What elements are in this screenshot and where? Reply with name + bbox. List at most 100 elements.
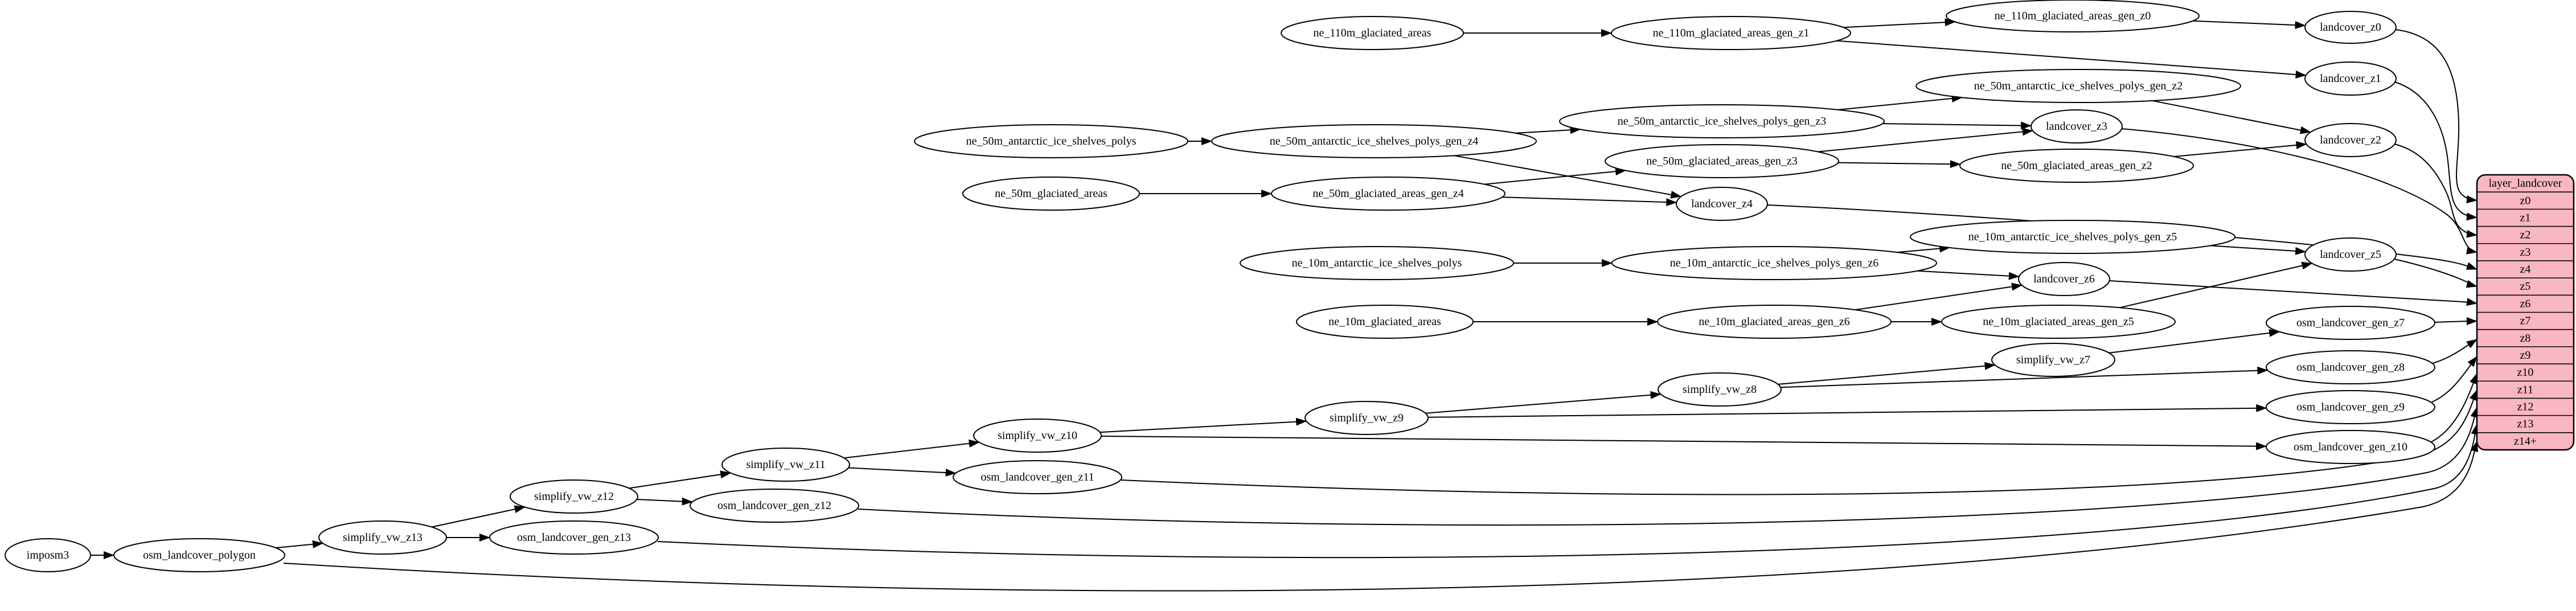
node-label: ne_50m_antarctic_ice_shelves_polys_gen_z…	[1270, 135, 1479, 147]
edge-lcz3-to-row:z3	[2121, 128, 2477, 255]
edge-poly-to-svw13	[276, 540, 323, 549]
edge-og9-to-row:z9	[2431, 356, 2477, 403]
node-label: ne_10m_glaciated_areas	[1328, 315, 1441, 328]
node-label: osm_landcover_gen_z12	[717, 499, 831, 512]
node-ne_50m_glaciated_areas_gen_z2: ne_50m_glaciated_areas_gen_z2	[1959, 149, 2194, 183]
node-ellipse	[2304, 61, 2397, 96]
node-ellipse	[690, 489, 859, 523]
node-label: landcover_z6	[2033, 273, 2095, 285]
node-label: ne_10m_antarctic_ice_shelves_polys	[1292, 257, 1462, 269]
edge-n50ag2-to-lcz2	[2152, 100, 2311, 134]
node-label: landcover_z0	[2320, 21, 2381, 34]
node-ellipse	[721, 448, 850, 482]
node-simplify_vw_z8: simplify_vw_z8	[1658, 372, 1782, 407]
node-ellipse	[318, 520, 447, 555]
node-ne_50m_antarctic_ice_shelves_polys: ne_50m_antarctic_ice_shelves_polys	[914, 124, 1188, 158]
node-label: landcover_z5	[2320, 248, 2381, 261]
node-label: simplify_vw_z8	[1683, 383, 1757, 396]
node-label: osm_landcover_gen_z8	[2296, 361, 2405, 374]
node-osm_landcover_gen_z7: osm_landcover_gen_z7	[2266, 306, 2435, 340]
node-ellipse	[973, 419, 1102, 453]
node-label: ne_110m_glaciated_areas_gen_z0	[1995, 10, 2151, 22]
edge-n50gg2-to-lcz2	[2173, 141, 2307, 157]
node-ellipse	[953, 460, 1122, 494]
edge-svw12-to-og12	[637, 497, 693, 506]
node-ne_50m_glaciated_areas_gen_z4: ne_50m_glaciated_areas_gen_z4	[1271, 177, 1506, 211]
node-landcover_z5: landcover_z5	[2304, 237, 2397, 272]
edge-og7-to-row:z7	[2434, 317, 2477, 326]
table-row-z5: z5	[2520, 280, 2531, 293]
node-label: ne_10m_antarctic_ice_shelves_polys_gen_z…	[1968, 231, 2177, 243]
node-ellipse	[2266, 390, 2435, 424]
table-row-z14+: z14+	[2514, 435, 2537, 448]
edge-n10gg6-to-lcz6	[1855, 282, 2023, 311]
node-ellipse	[2304, 237, 2397, 272]
node-osm_landcover_polygon: osm_landcover_polygon	[113, 538, 285, 572]
node-ellipse	[1211, 124, 1537, 158]
edge-n110g0-to-lcz0	[2193, 20, 2306, 29]
node-landcover_z2: landcover_z2	[2304, 123, 2397, 157]
node-osm_landcover_gen_z9: osm_landcover_gen_z9	[2266, 390, 2435, 424]
edge-n10ag6-to-lcz6	[1917, 270, 2020, 280]
node-osm_landcover_gen_z8: osm_landcover_gen_z8	[2266, 350, 2435, 384]
edge-og11-to-row:z11	[1121, 389, 2477, 495]
table-row-z1: z1	[2520, 211, 2531, 224]
edge-n50ag4-to-n50ag3	[1515, 126, 1581, 134]
node-label: simplify_vw_z13	[343, 531, 423, 544]
node-ne_10m_glaciated_areas_gen_z6: ne_10m_glaciated_areas_gen_z6	[1657, 305, 1892, 339]
node-simplify_vw_z12: simplify_vw_z12	[510, 479, 638, 514]
edge-layer	[91, 18, 2479, 592]
edge-lcz6-to-row:z6	[2109, 280, 2477, 306]
node-ne_50m_antarctic_ice_shelves_polys_gen_z4: ne_50m_antarctic_ice_shelves_polys_gen_z…	[1211, 124, 1537, 158]
edge-lcz4-to-row:z4	[1767, 204, 2477, 270]
node-label: simplify_vw_z11	[746, 458, 825, 471]
edge-svw9-to-og9	[1428, 404, 2267, 418]
node-label: ne_50m_antarctic_ice_shelves_polys	[966, 135, 1137, 147]
node-osm_landcover_gen_z11: osm_landcover_gen_z11	[953, 460, 1122, 494]
edge-lcz2-to-row:z2	[2394, 143, 2477, 238]
node-ellipse	[2304, 123, 2397, 157]
node-landcover_z0: landcover_z0	[2304, 11, 2397, 44]
node-label: osm_landcover_gen_z11	[981, 471, 1094, 483]
edge-svw7-to-og7	[2109, 329, 2280, 354]
table-header: layer_landcover	[2489, 177, 2562, 190]
table-layer: layer_landcoverz0z1z2z3z4z5z6z7z8z9z10z1…	[2476, 174, 2575, 451]
edge-n50gg4-to-n50gg3	[1484, 167, 1627, 185]
node-ellipse	[2018, 262, 2110, 296]
node-ellipse	[1240, 246, 1514, 280]
node-ellipse	[1959, 149, 2194, 183]
edge-svw11-to-svw10	[844, 439, 980, 459]
node-ellipse	[2266, 306, 2435, 340]
edge-og10-to-row:z10	[2431, 373, 2477, 442]
node-label: ne_110m_glaciated_areas_gen_z1	[1653, 27, 1810, 39]
edge-n110g1-to-n110g0	[1843, 18, 1956, 28]
edge-n10ag6-to-n10ag5	[1897, 244, 1951, 253]
node-ne_10m_glaciated_areas: ne_10m_glaciated_areas	[1296, 305, 1474, 339]
node-ellipse	[1658, 372, 1782, 407]
node-ellipse	[1915, 69, 2241, 103]
edge-svw10-to-og10	[1101, 436, 2267, 450]
edge-lcz0-to-row:z0	[2395, 29, 2477, 203]
edge-n50gg3-to-n50gg2	[1838, 160, 1961, 169]
edge-lcz5-to-row:z5	[2394, 259, 2477, 288]
node-label: landcover_z4	[1691, 198, 1753, 210]
node-ne_50m_antarctic_ice_shelves_polys_gen_z3: ne_50m_antarctic_ice_shelves_polys_gen_z…	[1559, 104, 1885, 138]
node-simplify_vw_z9: simplify_vw_z9	[1305, 401, 1429, 435]
node-ellipse	[1676, 187, 1768, 221]
edge-svw8-to-og8	[1781, 366, 2269, 388]
edge-svw10-to-svw9	[1100, 417, 1307, 433]
node-ellipse	[489, 520, 659, 555]
node-simplify_vw_z7: simplify_vw_z7	[1991, 343, 2115, 377]
node-label: ne_110m_glaciated_areas	[1314, 27, 1431, 39]
node-label: ne_10m_glaciated_areas_gen_z5	[1983, 315, 2134, 328]
node-label: simplify_vw_z12	[534, 490, 614, 503]
edge-svw8-to-svw7	[1778, 362, 1996, 385]
table-row-z12: z12	[2517, 401, 2534, 413]
node-landcover_z6: landcover_z6	[2018, 262, 2110, 296]
node-label: osm_landcover_gen_z13	[517, 531, 631, 544]
node-ellipse	[2266, 430, 2435, 464]
node-simplify_vw_z10: simplify_vw_z10	[973, 419, 1102, 453]
node-ellipse	[1605, 144, 1839, 178]
edge-svw12-to-svw11	[629, 470, 732, 489]
